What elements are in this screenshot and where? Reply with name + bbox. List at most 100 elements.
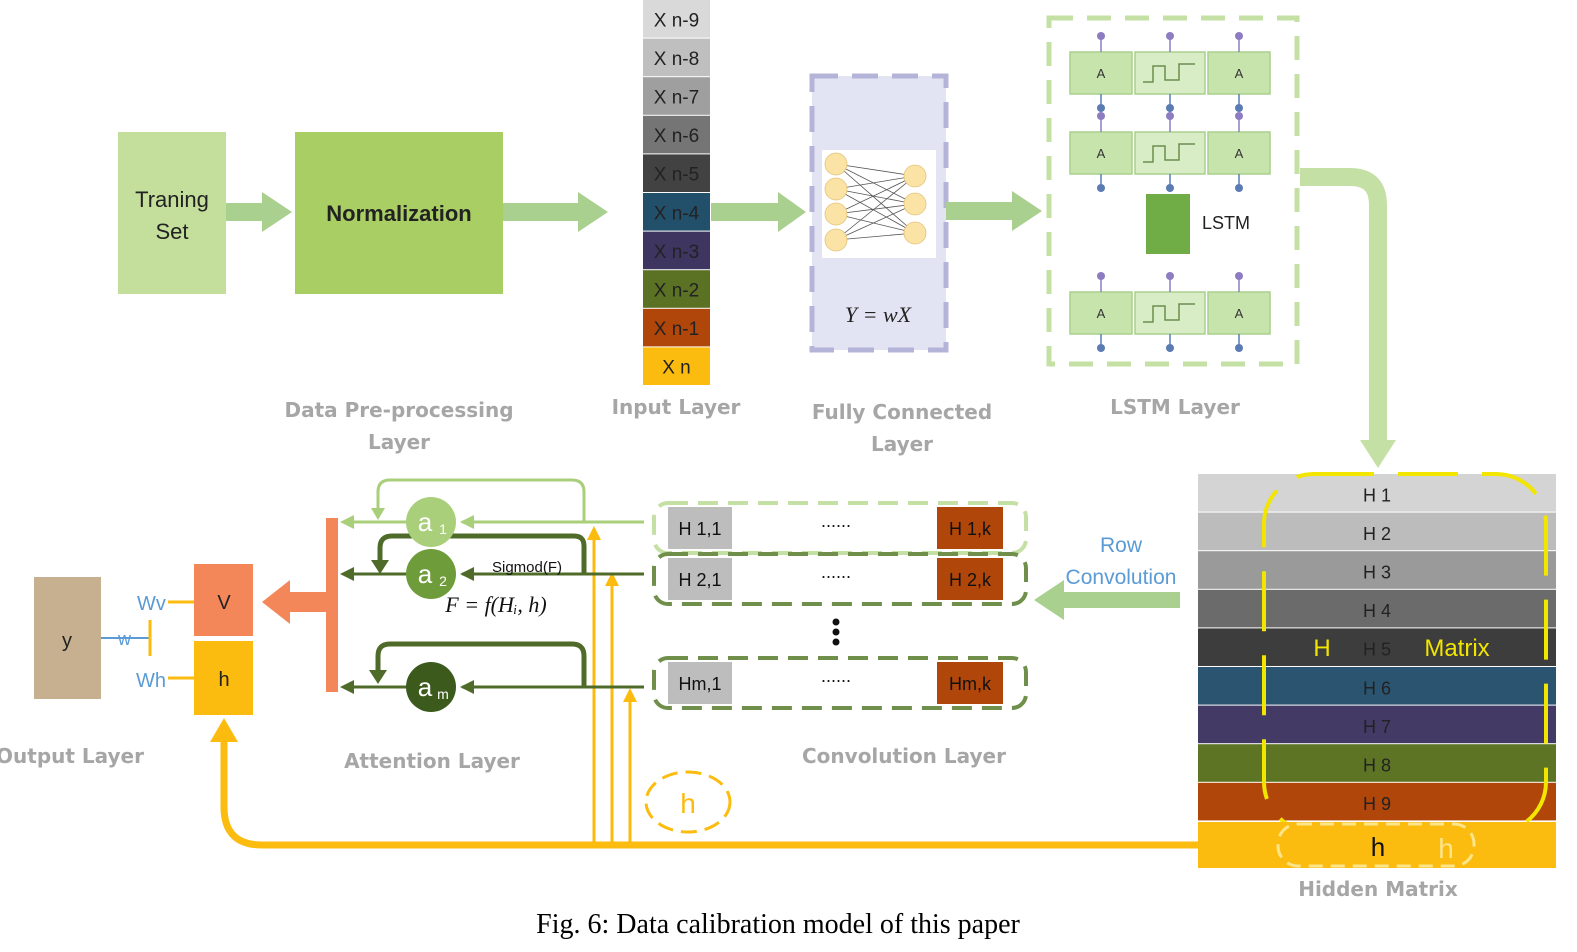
lstm-legend-swatch [1146,194,1190,254]
training-set-label-1: Traning [135,187,209,212]
normalization-box: Normalization [295,132,503,294]
weight-h-label: Wh [136,670,166,692]
convolution-row: H 1,1...... H 1,k [652,501,1028,555]
input-cell: X n-8 [643,38,710,77]
conv-left-label: H 2,1 [678,570,721,590]
input-cell-label: X n-5 [654,165,699,186]
attention-formula: F = f(Hᵢ, h) [444,592,546,617]
output-layer-label: Output Layer [0,744,144,768]
hidden-row-label: H 7 [1363,717,1391,737]
convolution-layer-label: Convolution Layer [802,744,1006,768]
row-conv-label-2: Convolution [1066,566,1177,589]
hidden-row-label: H 1 [1363,485,1391,505]
input-cell-label: X n-9 [654,10,699,31]
fully-connected-label-1: Fully Connected [812,400,992,424]
attention-node-sub: 1 [439,521,447,537]
lstm-cell-label: A [1097,66,1106,81]
input-cell: X n-4 [643,193,710,231]
arrow-train-norm [226,192,292,232]
hidden-h-ghost: h [1438,833,1454,864]
input-cell: X n-7 [643,77,710,115]
conv-right-label: Hm,k [949,674,992,694]
input-layer-label: Input Layer [612,395,741,419]
attention-node-main: a [418,559,433,589]
hidden-row: H 2 [1198,512,1556,551]
conv-right-label: H 1,k [949,519,992,539]
conv-dots: ...... [821,562,851,582]
input-cell-label: X n-1 [654,319,699,340]
normalization-label: Normalization [326,201,471,226]
figure-caption: Fig. 6: Data calibration model of this p… [536,909,1020,940]
hidden-h-row: h h [1198,822,1556,868]
output-h-box [194,641,253,715]
conv-dots: ...... [821,511,851,531]
input-cell: X n-2 [643,270,710,308]
data-preprocessing-label-2: Layer [368,430,430,454]
input-cell-label: X n-4 [654,203,700,224]
hidden-row: H 4 [1198,589,1556,628]
h-matrix-left-label: H [1313,635,1330,662]
input-cell-label: X n [662,358,691,379]
conv-dots: ...... [821,666,851,686]
hidden-row-label: H 2 [1363,524,1391,544]
convolution-row: Hm,1......Hm,k [652,656,1028,710]
input-cell-label: X n-3 [654,242,699,263]
weight-w-label: w [117,629,132,649]
attention-node-main: a [418,507,433,537]
weight-v-label: Wv [137,593,166,615]
lstm-legend-label: LSTM [1202,213,1250,233]
sigmoid-label: Sigmod(F) [492,559,562,576]
input-cell: X n-6 [643,115,710,154]
output-y-box [34,577,101,699]
hidden-row: H 7 [1198,705,1556,744]
hidden-row-label: H 6 [1363,678,1391,698]
fully-connected-box: Y = wX [809,73,949,353]
row-convolution-arrow: Row Convolution [1034,534,1180,620]
training-set-box: Traning Set [118,132,226,294]
input-cell-label: X n-8 [654,49,699,70]
arrow-lstm-hidden [1300,168,1396,468]
input-cell: X n [643,347,710,385]
training-set-label-2: Set [155,219,188,244]
hidden-row: H 3 [1198,551,1556,589]
h-circle-label: h [680,788,696,819]
convolution-row: H 2,1...... H 2,k [652,552,1028,606]
hidden-matrix-label: Hidden Matrix [1298,877,1458,901]
hidden-row: H 5 [1198,628,1556,666]
output-v-box [194,564,253,636]
input-cell: X n-3 [643,231,710,270]
lstm-cell-label: A [1235,306,1244,321]
neural-net-icon [824,152,927,252]
hidden-row: H 1 [1198,474,1556,512]
lstm-cell-label: A [1235,146,1244,161]
hidden-row-label: H 9 [1363,794,1391,814]
fc-formula: Y = wX [845,302,913,327]
output-h-label: h [218,669,229,691]
lstm-cell-label: A [1097,146,1106,161]
conv-left-label: H 1,1 [678,519,721,539]
row-conv-label-1: Row [1100,534,1143,557]
hidden-matrix: H 1 H 2 H 3 H 4 H 5 H 6 H 7 H 8 H 9 [1198,474,1556,821]
hidden-h-label: h [1371,832,1385,862]
input-cell-label: X n-2 [654,281,699,302]
hidden-row: H 8 [1198,744,1556,782]
hidden-row-label: H 4 [1363,601,1391,621]
hidden-row: H 9 [1198,782,1556,821]
input-cell: X n-5 [643,154,710,192]
conv-right-label: H 2,k [949,570,992,590]
h-feedback-lines: h [210,526,1198,849]
output-v-label: V [217,592,231,614]
arrow-input-fc [711,192,806,232]
output-layer: y V h Wv w Wh [34,564,253,715]
hidden-row-label: H 5 [1363,640,1391,660]
